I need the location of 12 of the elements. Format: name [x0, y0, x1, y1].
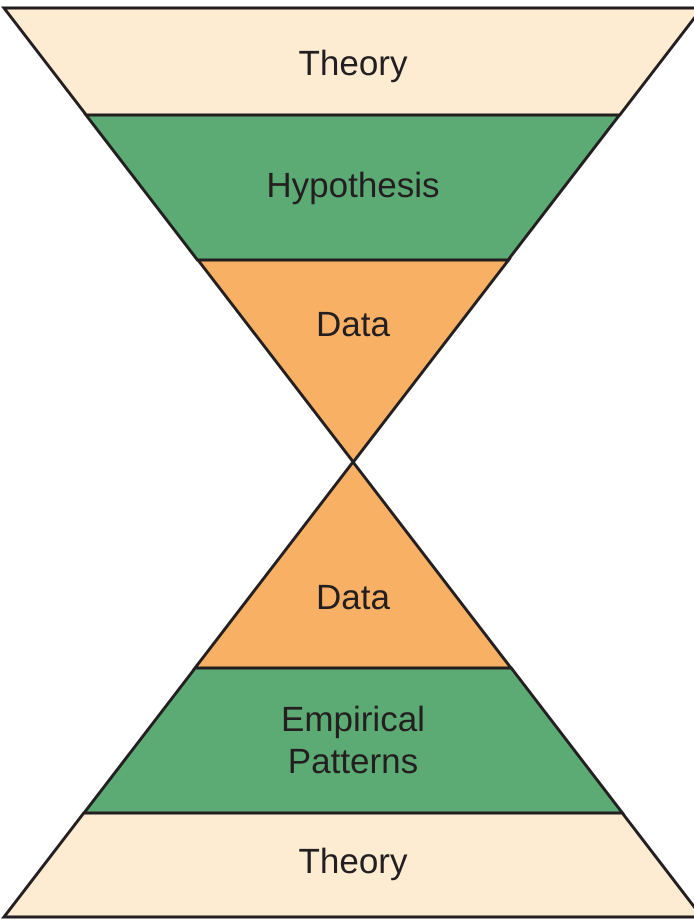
layer-label: Theory [298, 43, 408, 85]
layer-label: Data [315, 304, 391, 346]
layer-band [84, 668, 622, 813]
layer-band [4, 813, 694, 917]
layer-band [198, 260, 508, 462]
layer-label: Theory [298, 841, 408, 883]
layer-label: Empirical Patterns [280, 699, 426, 783]
layer-label: Hypothesis [265, 165, 441, 207]
layer-label: Data [315, 577, 391, 619]
layer-band [86, 115, 620, 260]
layer-band [4, 8, 694, 115]
layer-band [194, 462, 511, 668]
